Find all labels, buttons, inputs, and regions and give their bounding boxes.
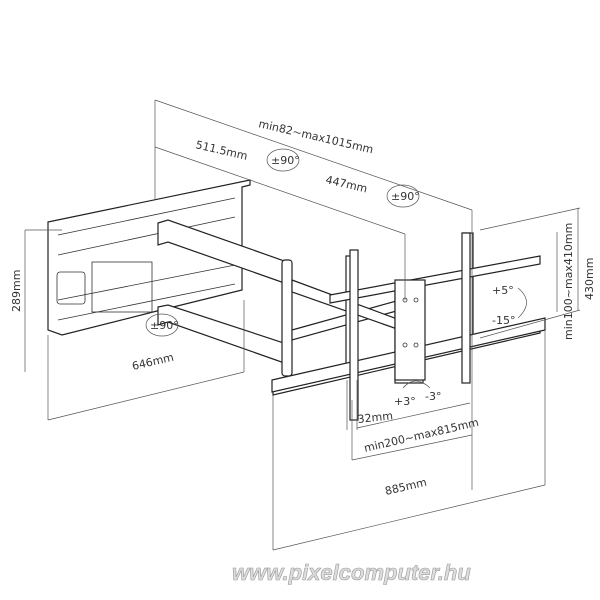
tilt-down-label: -15°	[492, 314, 515, 327]
bracket-depth-label: 32mm	[357, 409, 394, 426]
arm-second-label: 447mm	[324, 173, 368, 195]
vertical-spacing-label: min100~max410mm	[562, 223, 575, 340]
vertical-total-label: 430mm	[583, 258, 596, 300]
tilt-up-label: +5°	[492, 284, 514, 297]
swivel-right-label: -3°	[425, 390, 441, 403]
rotation-head-label: ±90°	[391, 190, 420, 203]
rotation-wall-label: ±90°	[150, 319, 179, 332]
dimension-lines	[24, 99, 581, 551]
wall-plate	[47, 179, 251, 336]
arm-first-label: 511.5mm	[194, 138, 248, 163]
wall-plate-height-label: 289mm	[10, 270, 23, 312]
swivel-left-label: +3°	[394, 395, 416, 408]
horizontal-total-label: 885mm	[384, 476, 428, 498]
wall-plate-width-label: 646mm	[131, 351, 175, 373]
tv-bracket	[271, 232, 546, 421]
rotation-top-label: ±90°	[271, 154, 300, 167]
watermark: www.pixelcomputer.hu	[232, 560, 471, 585]
